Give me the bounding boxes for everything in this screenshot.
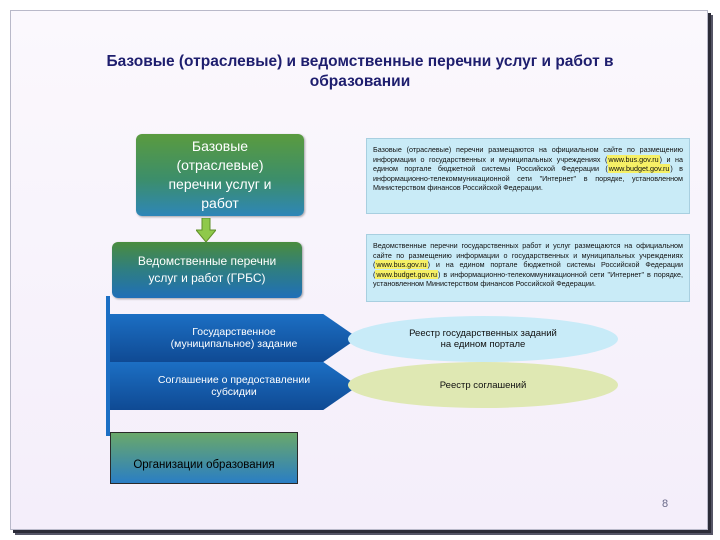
base-lists-description: Базовые (отраслевые) перечни размещаются… <box>366 138 690 214</box>
budget-gov-link[interactable]: www.budget.gov.ru <box>607 164 671 174</box>
state-task-arrow: Государственное (муниципальное) задание <box>110 314 358 362</box>
subsidy-agreement-arrow: Соглашение о предоставлении субсидии <box>110 362 358 410</box>
slide-title: Базовые (отраслевые) и ведомственные пер… <box>106 53 614 90</box>
base-text-part2: ) и на едином портале бюджетной системы … <box>373 154 683 174</box>
bus-gov-link-2[interactable]: www.bus.gov.ru <box>375 260 428 270</box>
down-arrow-icon <box>196 218 216 242</box>
dept-text-part1: Ведомственные перечни государственных ра… <box>373 241 683 269</box>
bus-gov-link[interactable]: www.bus.gov.ru <box>607 154 660 164</box>
base-text-part3: ) в информационно-телекоммуникационной с… <box>373 164 683 193</box>
dept-text-part3: ) в информационно-телекоммуникационной с… <box>373 269 683 289</box>
state-task-registry-ellipse: Реестр государственных заданий на едином… <box>348 316 618 362</box>
page-number: 8 <box>662 498 669 510</box>
department-lists-box: Ведомственные перечни услуг и работ (ГРБ… <box>112 242 302 298</box>
organizations-label: Организации образования <box>133 459 275 471</box>
education-organizations-box: Организации образования <box>110 432 298 484</box>
dept-text-part2: ) и на едином портале бюджетной системы … <box>373 260 683 279</box>
agreements-registry-ellipse: Реестр соглашений <box>348 362 618 408</box>
base-lists-box: Базовые (отраслевые) перечни услуг и раб… <box>136 134 304 216</box>
budget-gov-link-2[interactable]: www.budget.gov.ru <box>375 269 439 279</box>
department-lists-description: Ведомственные перечни государственных ра… <box>366 234 690 302</box>
vertical-connector <box>106 296 110 436</box>
base-text-part1: Базовые (отраслевые) перечни размещаются… <box>373 145 683 164</box>
